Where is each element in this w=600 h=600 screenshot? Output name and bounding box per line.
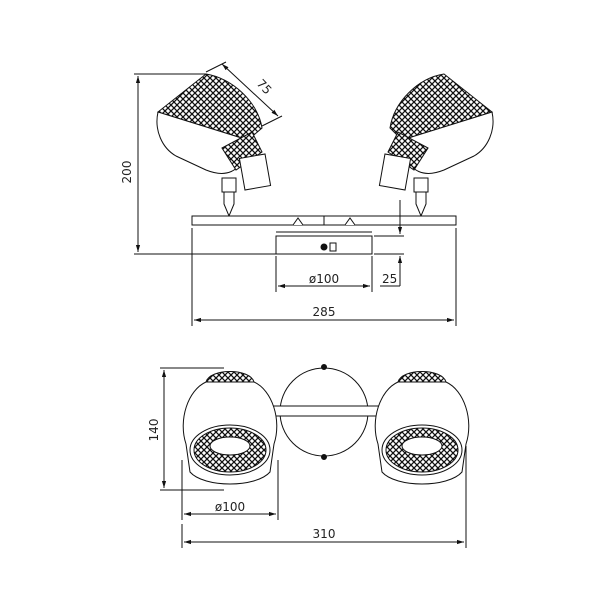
top-view <box>160 364 470 548</box>
right-spot-head <box>378 73 494 191</box>
dim-height-label: 200 <box>120 161 134 184</box>
dim-width-label: 310 <box>313 527 336 541</box>
dim-depth-label: 140 <box>147 419 161 442</box>
dim-plate-depth-label: 25 <box>382 272 397 286</box>
ceiling-plate <box>275 231 373 255</box>
dim-head-label: 75 <box>254 76 275 97</box>
dim-plate-diameter-label: ø100 <box>309 272 339 286</box>
dim-head-diameter-label: ø100 <box>215 500 245 514</box>
left-stem <box>221 177 237 218</box>
side-view <box>134 61 494 326</box>
right-stem <box>413 177 429 218</box>
left-spot-head <box>156 73 272 191</box>
top-bar <box>263 405 385 417</box>
dim-length-label: 285 <box>313 305 336 319</box>
right-head-top <box>374 371 470 485</box>
left-head-top <box>182 371 278 485</box>
